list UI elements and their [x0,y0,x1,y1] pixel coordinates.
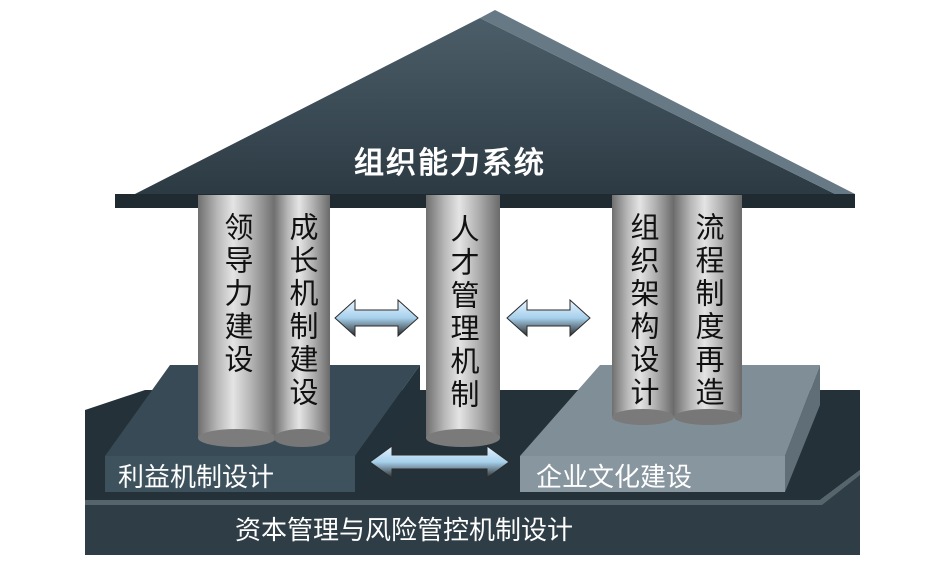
double-arrow-left [334,298,419,338]
pillar-label-talent-management: 人才管理机制 [446,214,480,412]
pillar-label-org-structure: 组织架构设计 [626,212,660,410]
column-right-inner [612,195,674,425]
column-center [426,195,500,447]
pillar-label-growth-mechanism: 成长机制建设 [285,212,319,410]
double-arrow-right [506,298,591,338]
platform-label-incentive: 利益机制设计 [118,463,275,493]
roof-title: 组织能力系统 [354,146,546,181]
pillar-label-process-reengineering: 流程制度再造 [691,212,725,410]
double-arrow-bottom [369,445,510,479]
column-left-inner [274,195,330,447]
column-left-outer [198,195,276,447]
column-right-outer [674,195,742,425]
pillar-label-leadership: 领导力建设 [220,212,254,377]
base-label-capital-risk: 资本管理与风险管控机制设计 [235,516,574,546]
platform-label-corporate-culture: 企业文化建设 [536,463,693,493]
